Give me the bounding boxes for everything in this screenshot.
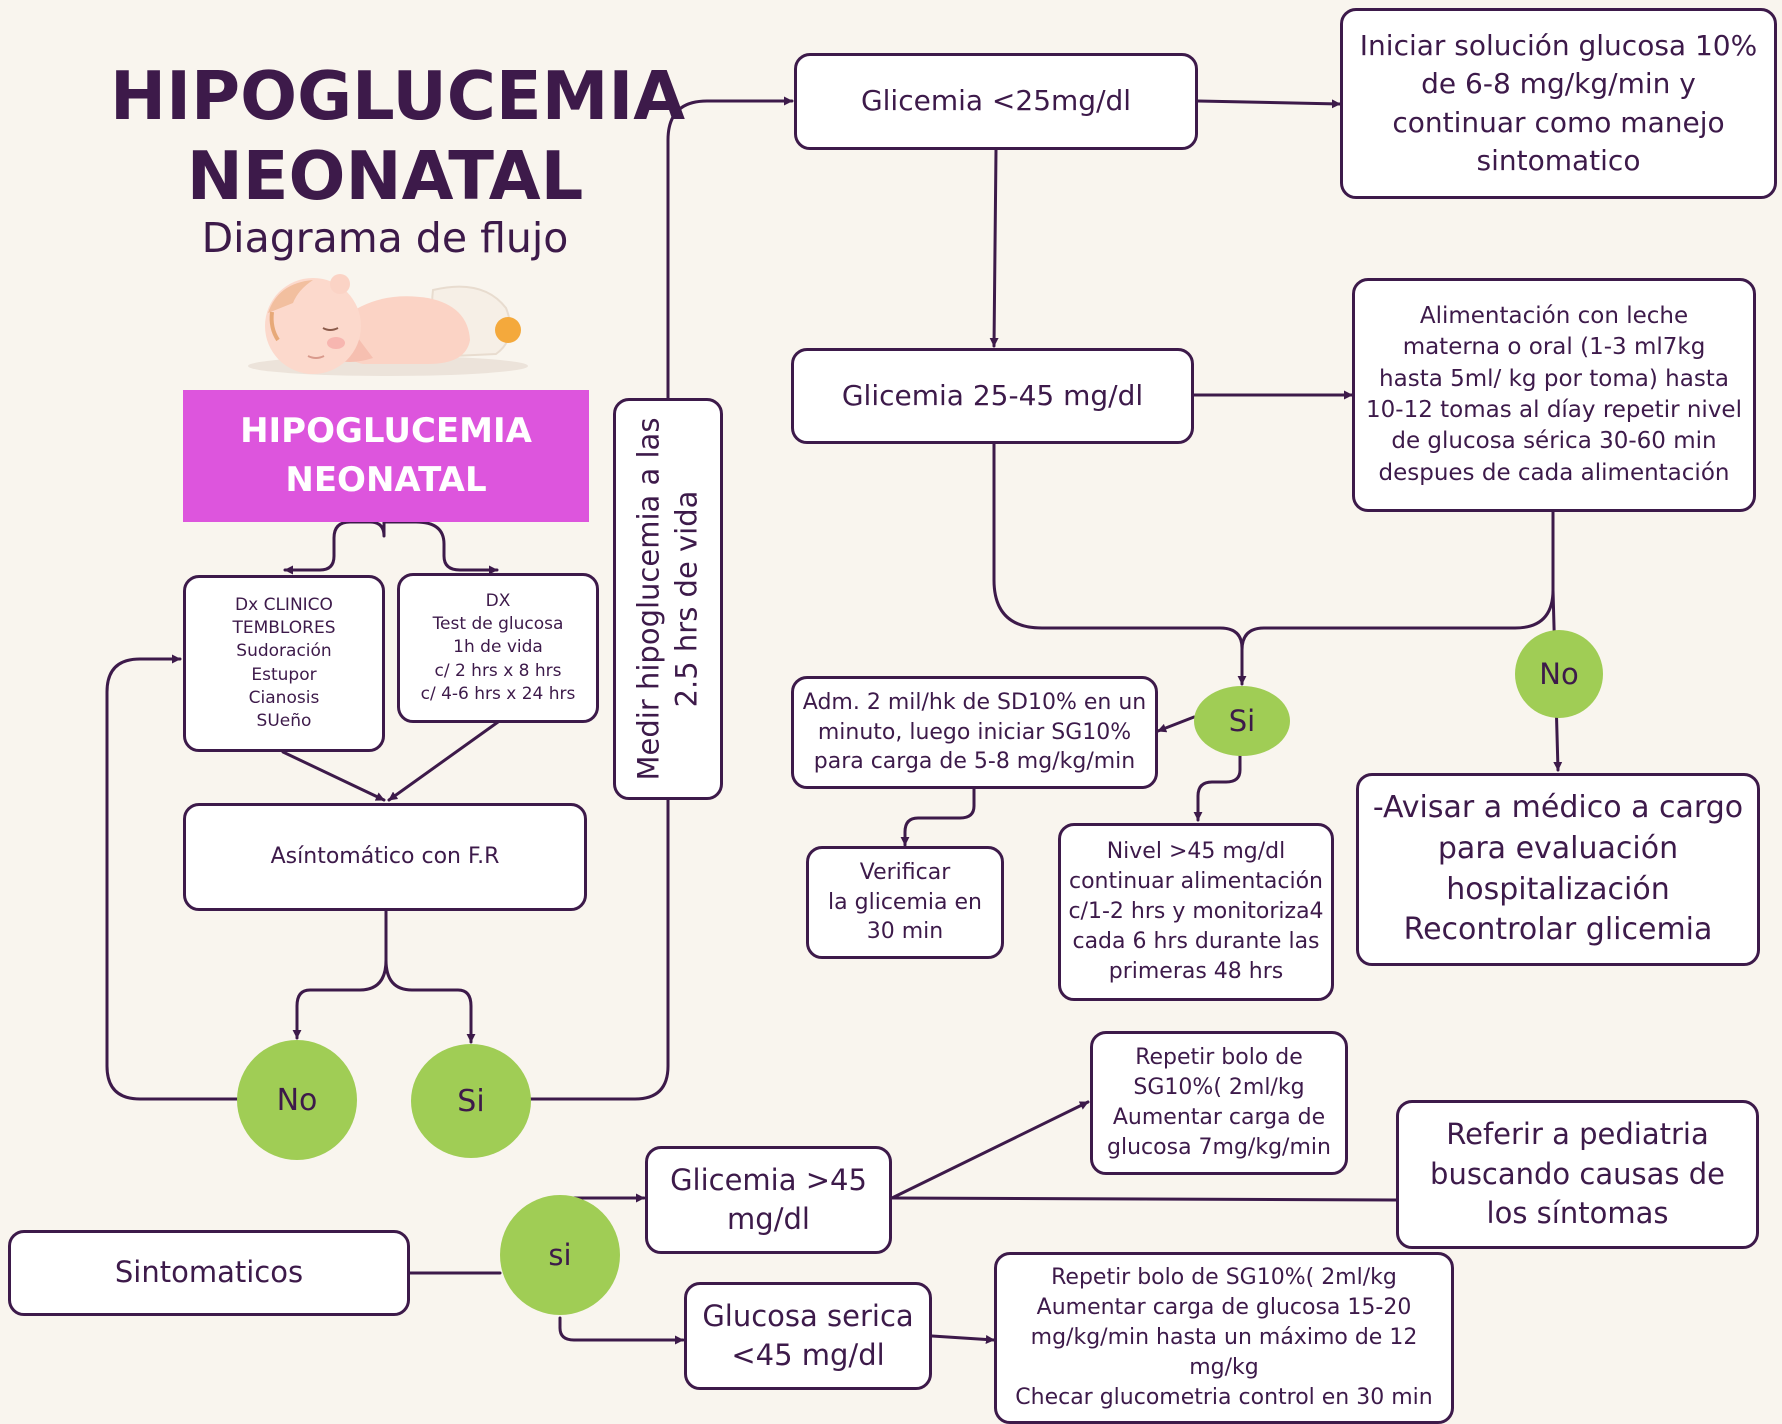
glicemia-gt45-box: Glicemia >45 mg/dl bbox=[645, 1146, 892, 1254]
edge-si-to-nivel bbox=[1193, 754, 1242, 822]
asintomatico-box: Asíntomático con F.R bbox=[183, 803, 587, 911]
page-title: HIPOGLUCEMIA NEONATAL bbox=[110, 57, 686, 216]
edge-lt25-to-25-45 bbox=[989, 148, 999, 348]
edge-measure-to-lt25 bbox=[666, 96, 794, 400]
referir-pediatria-box: Referir a pediatria buscando causas de l… bbox=[1396, 1100, 1759, 1249]
dx-test-box: DX Test de glucosa 1h de vida c/ 2 hrs x… bbox=[397, 573, 599, 723]
edge-si-to-measure bbox=[528, 798, 670, 1101]
edge-2545-to-si bbox=[992, 442, 1247, 686]
edge-start-to-clinico bbox=[283, 520, 386, 575]
edge-adm-to-verificar bbox=[900, 787, 976, 847]
dx-clinico-box: Dx CLINICO TEMBLORES Sudoración Estupor … bbox=[183, 575, 385, 752]
start-box: HIPOGLUCEMIA NEONATAL bbox=[183, 390, 589, 522]
edge-glucosa-to-repetir15 bbox=[930, 1334, 996, 1344]
edge-gt45-to-repetir7 bbox=[890, 1100, 1090, 1200]
si-circle-top: Si bbox=[1194, 686, 1290, 756]
si-circle-bottom: si bbox=[500, 1195, 620, 1315]
no-circle-top: No bbox=[1515, 630, 1603, 718]
edge-test-to-asint bbox=[387, 720, 500, 802]
repetir-bolo-15-box: Repetir bolo de SG10%( 2ml/kg Aumentar c… bbox=[994, 1252, 1454, 1424]
repetir-bolo-7-box: Repetir bolo de SG10%( 2ml/kg Aumentar c… bbox=[1090, 1031, 1348, 1175]
edge-alim-to-si bbox=[1240, 510, 1555, 652]
sintomaticos-box: Sintomaticos bbox=[8, 1230, 410, 1316]
edge-gt45-to-referir bbox=[890, 1196, 1398, 1202]
edge-si-to-adm bbox=[1156, 715, 1196, 733]
glicemia-25-45-box: Glicemia 25-45 mg/dl bbox=[791, 348, 1194, 444]
alimentacion-box: Alimentación con leche materna o oral (1… bbox=[1352, 278, 1756, 512]
nivel-gt45-box: Nivel >45 mg/dl continuar alimentación c… bbox=[1058, 823, 1334, 1001]
si-circle-left: Si bbox=[411, 1044, 531, 1158]
edge-asint-to-no bbox=[292, 909, 388, 1040]
measure-box: Medir hipoglucemia a las 2.5 hrs de vida bbox=[613, 398, 723, 800]
edge-no-loop bbox=[105, 654, 240, 1101]
edge-start-to-test bbox=[382, 520, 499, 575]
edge-clinico-to-asint bbox=[281, 750, 386, 802]
avisar-medico-box: -Avisar a médico a cargo para evaluación… bbox=[1356, 773, 1760, 966]
glucosa-serica-box: Glucosa serica <45 mg/dl bbox=[684, 1282, 932, 1390]
measure-box-text: Medir hipoglucemia a las 2.5 hrs de vida bbox=[631, 417, 703, 781]
glicemia-lt25-box: Glicemia <25mg/dl bbox=[794, 53, 1198, 150]
page-subtitle: Diagrama de flujo bbox=[201, 214, 569, 262]
iniciar-solucion-box: Iniciar solución glucosa 10% de 6-8 mg/k… bbox=[1340, 8, 1777, 199]
edge-asint-to-si bbox=[384, 958, 476, 1044]
verificar-box: Verificar la glicemia en 30 min bbox=[806, 846, 1004, 959]
edge-si-to-glucosa bbox=[558, 1316, 685, 1345]
adm-bolo-box: Adm. 2 mil/hk de SD10% en un minuto, lue… bbox=[791, 676, 1158, 789]
edge-lt25-to-iniciar bbox=[1196, 99, 1342, 109]
no-circle-left: No bbox=[237, 1040, 357, 1160]
sleeping-baby-icon bbox=[248, 274, 528, 376]
